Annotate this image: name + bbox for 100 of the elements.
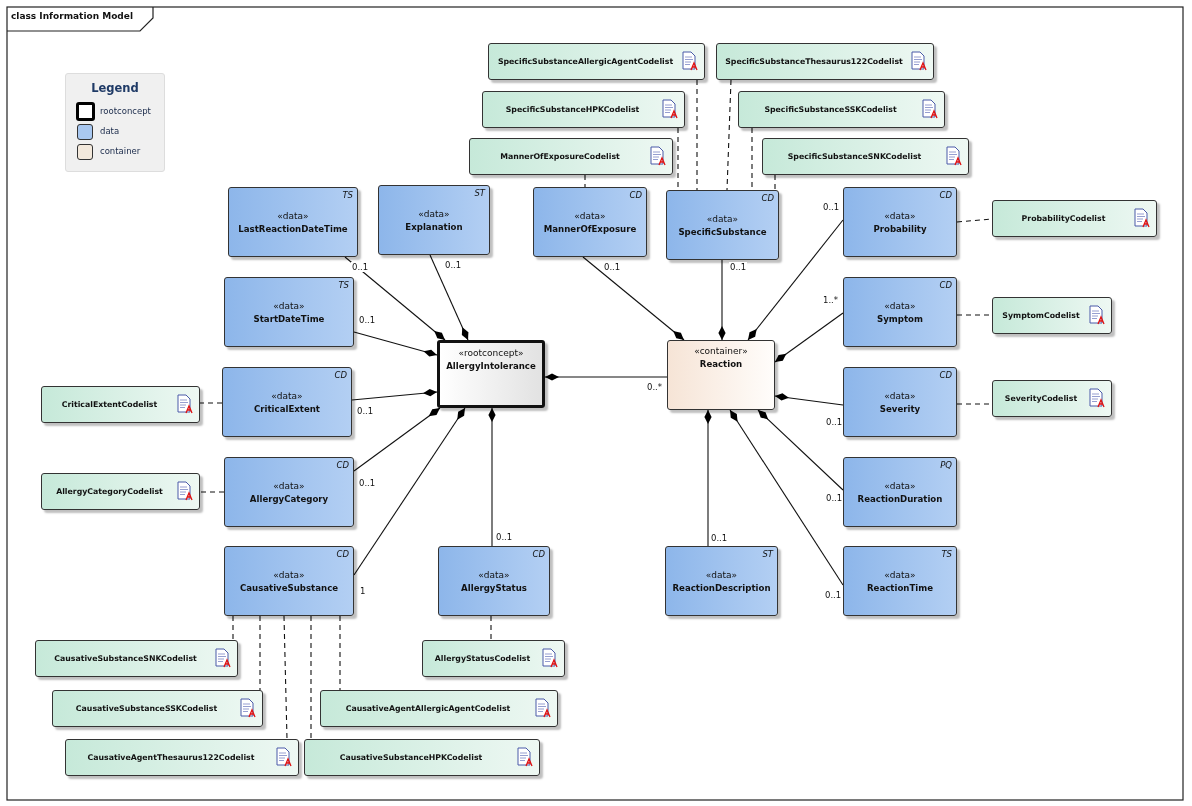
composition-line — [351, 389, 438, 401]
composition-line — [353, 407, 466, 576]
dashed-connector — [310, 615, 312, 740]
type-tag: CD — [939, 280, 952, 290]
composition-line — [353, 331, 438, 357]
multiplicity-label: 0..1 — [710, 533, 729, 543]
stereotype-label: «data» — [417, 209, 451, 219]
composition-line — [544, 373, 668, 381]
data-class-box — [843, 457, 957, 527]
class-name: LastReactionDateTime — [237, 224, 349, 234]
multiplicity-label: 0..1 — [358, 315, 377, 325]
type-tag: TS — [338, 280, 349, 290]
multiplicity-label: 0..1 — [825, 417, 844, 427]
codelist-box — [52, 690, 263, 727]
stereotype-label: «data» — [705, 214, 740, 224]
dashed-connector — [584, 174, 586, 188]
class-name: SpecificSubstance — [677, 227, 768, 237]
type-tag: CD — [532, 549, 545, 559]
class-name: Reaction — [698, 359, 744, 369]
codelist-box — [488, 43, 705, 80]
codelist-box — [716, 43, 934, 80]
multiplicity-label: 0..1 — [351, 262, 370, 272]
codelist-box — [992, 297, 1112, 334]
dashed-connector — [696, 79, 698, 191]
codelist-box — [422, 640, 565, 677]
data-class-box — [843, 277, 957, 347]
composition-line — [757, 409, 844, 491]
data-class-box — [666, 190, 779, 260]
stereotype-label: «data» — [270, 391, 304, 401]
stereotype-label: «data» — [883, 570, 917, 580]
type-tag: CD — [761, 193, 774, 203]
stereotype-label: «data» — [573, 211, 607, 221]
codelist-box — [469, 138, 673, 175]
data-class-box — [228, 187, 358, 257]
class-name: ReactionTime — [866, 583, 934, 593]
composition-line — [582, 256, 685, 341]
root-class-box — [437, 340, 545, 408]
data-class-box — [843, 367, 957, 437]
composition-line — [729, 409, 844, 586]
class-name: Symptom — [876, 314, 924, 324]
dashed-connector — [232, 615, 234, 641]
legend-label: rootconcept — [100, 106, 151, 116]
stereotype-label: «container» — [693, 346, 749, 356]
stereotype-label: «data» — [477, 570, 511, 580]
composition-line — [488, 407, 496, 547]
multiplicity-label: 0..1 — [729, 262, 748, 272]
data-class-box — [378, 185, 490, 255]
stereotype-label: «data» — [883, 211, 917, 221]
data-class-box — [222, 367, 352, 437]
class-name: CriticalExtent — [253, 404, 321, 414]
codelist-box — [320, 690, 558, 727]
multiplicity-label: 0..1 — [822, 202, 841, 212]
multiplicity-label: 0..1 — [495, 532, 514, 542]
dashed-connector — [259, 615, 261, 691]
type-tag: PQ — [940, 460, 952, 470]
data-class-box — [665, 546, 778, 616]
multiplicity-label: 1..* — [822, 295, 840, 305]
class-name: CausativeSubstance — [238, 583, 340, 593]
type-tag: CD — [939, 370, 952, 380]
composition-line — [353, 407, 441, 472]
composition-line — [747, 219, 844, 341]
type-tag: CD — [336, 460, 349, 470]
frame-title: class Information Model — [11, 11, 133, 21]
composition-line — [344, 256, 446, 341]
codelist-box — [41, 473, 200, 510]
type-tag: ST — [762, 549, 773, 559]
class-name: ReactionDescription — [671, 583, 772, 593]
class-name: Severity — [878, 404, 922, 414]
class-name: MannerOfExposure — [542, 224, 638, 234]
data-class-box — [224, 546, 354, 616]
data-class-box — [224, 277, 354, 347]
stereotype-label: «data» — [883, 391, 917, 401]
stereotype-label: «data» — [883, 301, 917, 311]
stereotype-label: «data» — [704, 570, 739, 580]
dashed-connector — [774, 174, 776, 191]
data-class-box — [438, 546, 550, 616]
multiplicity-label: 0..1 — [824, 590, 843, 600]
codelist-box — [992, 380, 1112, 417]
data-class-box — [224, 457, 354, 527]
data-class-box — [533, 187, 647, 257]
data-class-box — [843, 187, 957, 257]
class-name: AllergyIntolerance — [445, 361, 537, 371]
stereotype-label: «data» — [883, 481, 917, 491]
dashed-connector — [199, 402, 223, 404]
dashed-connector — [199, 491, 225, 493]
type-tag: TS — [342, 190, 353, 200]
legend-title: Legend — [90, 81, 140, 95]
type-tag: CD — [334, 370, 347, 380]
multiplicity-label: 0..1 — [356, 406, 375, 416]
legend-label: container — [100, 146, 141, 156]
stereotype-label: «data» — [272, 570, 306, 580]
class-name: ReactionDuration — [856, 494, 944, 504]
codelist-box — [35, 640, 238, 677]
type-tag: CD — [336, 549, 349, 559]
dashed-connector — [490, 615, 492, 641]
multiplicity-label: 0..* — [646, 382, 664, 392]
dashed-connector — [339, 615, 341, 691]
stereotype-label: «rootconcept» — [457, 348, 525, 358]
stereotype-label: «data» — [272, 481, 306, 491]
codelist-box — [738, 91, 945, 128]
